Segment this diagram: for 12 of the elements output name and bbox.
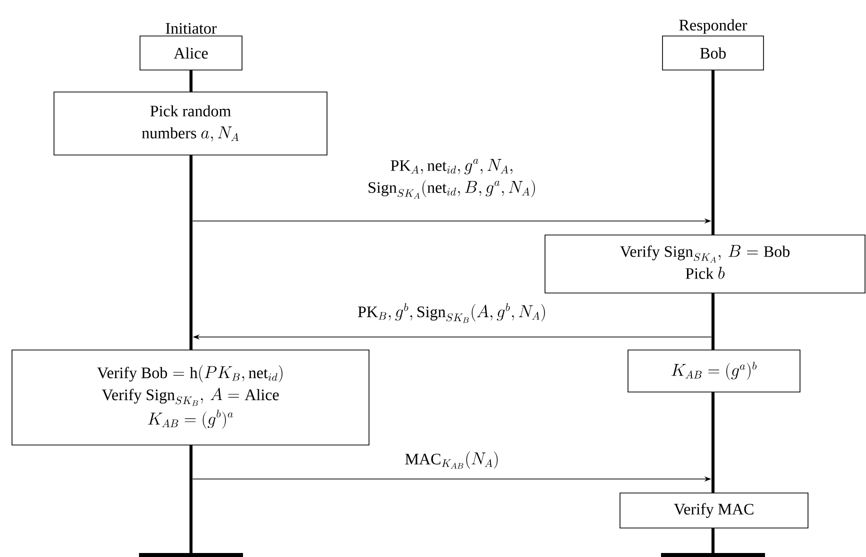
process-box: $K_{AB} = (g^a)^b$ bbox=[628, 350, 800, 392]
process-box: $\begin{gathered}\text{Verify }\mathrm{Sign}_{SK_A},\, B = \text{Bob}\\ \text{Pick } b\end{gathered}$ bbox=[544, 234, 866, 294]
edge-label: $\begin{gathered}\mathrm{PK}_A, \mathrm{net}_{id}, g^a, N_A,\\ \mathrm{Sign}_{SK_A}(\mathrm{net}_{id}, B, g^a, N_A)\end{gathered}$ bbox=[366, 156, 538, 200]
participant-label: Responder bbox=[679, 19, 748, 34]
participant-box: Bob bbox=[662, 36, 764, 70]
process-box: Verify MAC bbox=[620, 492, 808, 528]
process-box: $\begin{gathered}\text{Pick random}\\ \text{numbers } a, N_A\end{gathered}$ bbox=[54, 92, 328, 156]
edge-label: $\mathrm{PK}_B, g^b, \mathrm{Sign}_{SK_B}(A, g^b, N_A)$ bbox=[356, 302, 548, 324]
edge-label: $\mathrm{MAC}_{K_{AB}}(N_A)$ bbox=[404, 450, 500, 470]
participant-box: Alice bbox=[140, 36, 242, 70]
participant-label: Initiator bbox=[166, 23, 217, 34]
process-box: $\begin{gathered}\text{Verify Bob} = \mathrm{h}(PK_B, \mathrm{net}_{id})\\ \text{Verify }\mathrm{Sign}_{SK_B},\, A = \text{Alice}\\ K_{AB} = (g^b)^a\end{gathered}$ bbox=[12, 350, 370, 446]
